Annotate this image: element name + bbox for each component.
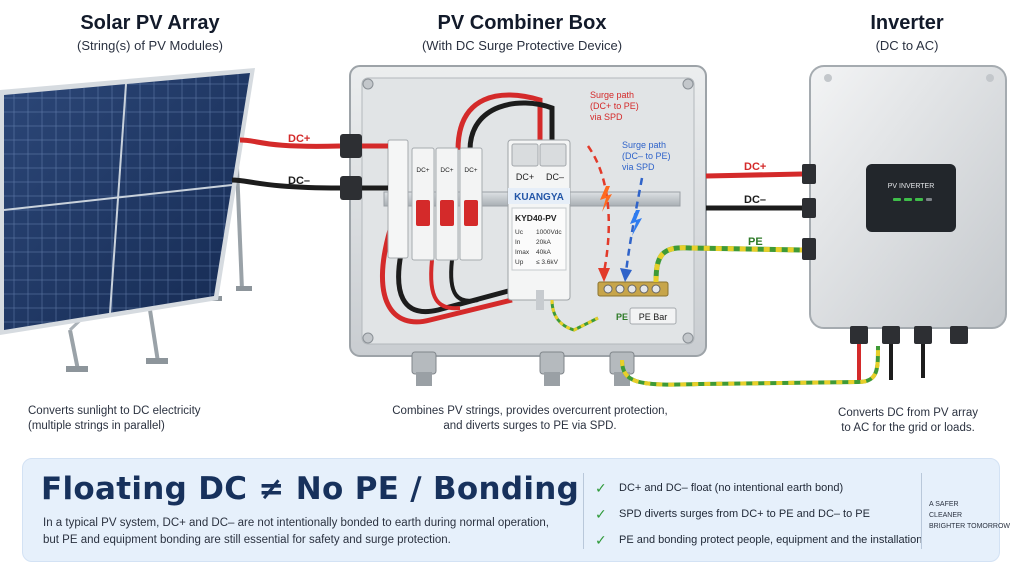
dc-plus-right-label: DC+ [744, 161, 766, 173]
spd-spec-value: 1000Vdc [536, 229, 562, 236]
breaker-label: DC+ [440, 167, 453, 174]
spd-brand: KUANGYA [514, 192, 564, 203]
bottom-glands [411, 351, 635, 386]
tagline-line: CLEANER [929, 512, 963, 519]
breaker-group: DC+ DC+ DC+ [387, 139, 483, 261]
array-desc-line: Converts sunlight to DC electricity [28, 405, 201, 417]
dc-minus-left-wire [231, 177, 341, 191]
spd-spec-value: ≤ 3.6kV [536, 259, 559, 266]
panel-body-line: In a typical PV system, DC+ and DC– are … [43, 517, 549, 529]
spd-terminal-minus: DC– [546, 172, 564, 182]
pe-right-label: PE [748, 236, 763, 248]
dc-minus-right-label: DC– [744, 194, 766, 206]
dc-plus-left-label: DC+ [288, 133, 310, 145]
solar-array [0, 68, 255, 372]
text-line: (DC– to PE) [622, 151, 671, 161]
inverter-subtitle: (DC to AC) [875, 38, 939, 53]
check-icon: ✓ [595, 479, 607, 496]
array-description: Converts sunlight to DC electricity (mul… [28, 404, 201, 434]
spd-spec-key: Uc [515, 229, 524, 236]
text-line: (DC+ to PE) [590, 101, 639, 111]
spd-spec-key: In [515, 239, 521, 246]
spd-terminal-plus: DC+ [516, 172, 534, 182]
check-item: ✓ PE and bonding protect people, equipme… [595, 527, 925, 553]
dc-plus-right-wire [705, 171, 803, 179]
spd-spec-key: Up [515, 259, 524, 266]
text-line: Surge path [622, 140, 666, 150]
text-line: via SPD [590, 112, 623, 122]
combiner-title: PV Combiner Box [437, 12, 607, 34]
check-item: ✓ DC+ and DC– float (no intentional eart… [595, 475, 925, 501]
array-subtitle: (String(s) of PV Modules) [77, 38, 223, 53]
inverter-unit: PV INVERTER [802, 65, 1007, 344]
panel-body: In a typical PV system, DC+ and DC– are … [43, 515, 583, 549]
info-panel: Floating DC ≠ No PE / Bonding In a typic… [22, 458, 1010, 562]
surge-path-plus-text: Surge path(DC+ to PE)via SPD [590, 90, 639, 122]
inverter-display-text: PV INVERTER [888, 183, 935, 190]
check-icon: ✓ [595, 505, 607, 522]
breaker-label: DC+ [464, 167, 477, 174]
array-title: Solar PV Array [80, 12, 220, 34]
surge-arrow-plus [586, 145, 612, 282]
check-text: PE and bonding protect people, equipment… [619, 534, 923, 546]
check-text: DC+ and DC– float (no intentional earth … [619, 482, 844, 494]
inverter-desc-line: Converts DC from PV array [838, 407, 978, 419]
combiner-subtitle: (With DC Surge Protective Device) [421, 38, 623, 53]
check-icon: ✓ [595, 531, 607, 548]
spd-spec-value: 20kA [536, 239, 551, 246]
spd-spec-value: 40kA [536, 249, 551, 256]
check-item: ✓ SPD diverts surges from DC+ to PE and … [595, 501, 925, 527]
spd-model: KYD40-PV [515, 213, 557, 223]
text-line: Surge path [590, 90, 634, 100]
breaker-label: DC+ [416, 167, 429, 174]
pe-bar-label: PE Bar [639, 312, 668, 322]
check-list: ✓ DC+ and DC– float (no intentional eart… [595, 475, 925, 553]
combiner-description: Combines PV strings, provides overcurren… [370, 404, 690, 434]
combiner-desc-line: Combines PV strings, provides overcurren… [392, 405, 668, 417]
inverter-desc-line: to AC for the grid or loads. [841, 422, 975, 434]
inverter-title: Inverter [870, 12, 944, 34]
panel-title: Floating DC ≠ No PE / Bonding [41, 471, 580, 507]
tagline-line: BRIGHTER TOMORROW [929, 523, 1011, 530]
surge-arrow-minus [620, 177, 644, 282]
pe-bar-pe: PE [616, 312, 628, 322]
surge-path-minus-text: Surge path(DC– to PE)via SPD [622, 140, 671, 172]
dc-plus-left-wire [239, 137, 341, 149]
pe-wires [550, 245, 880, 387]
panel-divider [583, 473, 584, 549]
panel-body-line: but PE and equipment bonding are still e… [43, 534, 451, 546]
check-text: SPD diverts surges from DC+ to PE and DC… [619, 508, 870, 520]
inverter-description: Converts DC from PV array to AC for the … [808, 406, 1008, 436]
array-desc-line: (multiple strings in parallel) [28, 420, 165, 432]
tagline-line: A SAFER [929, 501, 959, 508]
dc-minus-left-label: DC– [288, 175, 310, 187]
pe-bar: PE PE Bar [597, 281, 677, 325]
text-line: via SPD [622, 162, 655, 172]
pv-system-diagram: DC+ DC+ DC+ DC+ DC– KUANGYA KYD40-PV Uc 1… [0, 65, 1007, 387]
combiner-desc-line: and diverts surges to PE via SPD. [443, 420, 617, 432]
brand-tagline: A SAFER CLEANER BRIGHTER TOMORROW [929, 499, 1010, 532]
spd-spec-key: Imax [515, 249, 530, 256]
panel-divider-right [921, 473, 922, 549]
